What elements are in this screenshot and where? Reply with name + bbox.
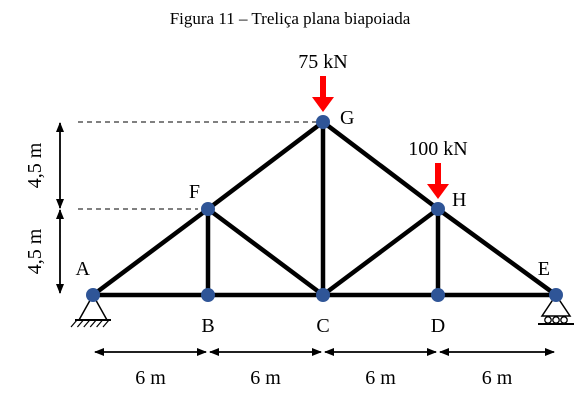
node-A <box>86 288 100 302</box>
height-guide-lines <box>78 121 317 210</box>
horizontal-dimension-label: 6 m <box>482 367 513 389</box>
load-label-G: 75 kN <box>298 51 347 73</box>
supports <box>70 293 574 328</box>
node-label-G: G <box>340 107 354 129</box>
node-G <box>316 115 330 129</box>
vertical-dimension-label: 4,5 m <box>24 142 46 188</box>
truss-member-CH <box>320 206 441 298</box>
load-arrow-H <box>427 163 449 199</box>
truss-member-GH <box>320 119 441 212</box>
node-label-H: H <box>452 189 466 211</box>
node-label-B: B <box>201 315 214 337</box>
truss-members <box>90 119 559 298</box>
truss-member-FC <box>205 206 326 298</box>
load-label-H: 100 kN <box>408 138 467 160</box>
node-label-F: F <box>189 181 200 203</box>
node-H <box>431 202 445 216</box>
node-F <box>201 202 215 216</box>
horizontal-dimension-label: 6 m <box>250 367 281 389</box>
truss-nodes: A B C D E F G H <box>76 107 563 337</box>
node-label-A: A <box>76 258 91 280</box>
truss-member-FG <box>205 119 326 212</box>
dimension-lines: 6 m 6 m 6 m 6 m 4,5 m 4,5 m <box>24 122 555 389</box>
horizontal-dimension-label: 6 m <box>365 367 396 389</box>
roller-support-E <box>538 293 574 325</box>
node-C <box>316 288 330 302</box>
point-loads: 75 kN 100 kN <box>298 51 468 199</box>
truss-member-HE <box>435 206 559 298</box>
load-arrow-G <box>312 76 334 112</box>
figure-caption: Figura 11 – Treliça plana biapoiada <box>170 9 411 28</box>
node-label-C: C <box>316 315 329 337</box>
node-D <box>431 288 445 302</box>
node-label-E: E <box>538 258 550 280</box>
horizontal-dimension-label: 6 m <box>135 367 166 389</box>
node-label-D: D <box>431 315 445 337</box>
vertical-dimension-label: 4,5 m <box>24 228 46 274</box>
pinned-support-A <box>70 293 111 328</box>
node-E <box>549 288 563 302</box>
node-B <box>201 288 215 302</box>
truss-member-AF <box>90 206 211 298</box>
